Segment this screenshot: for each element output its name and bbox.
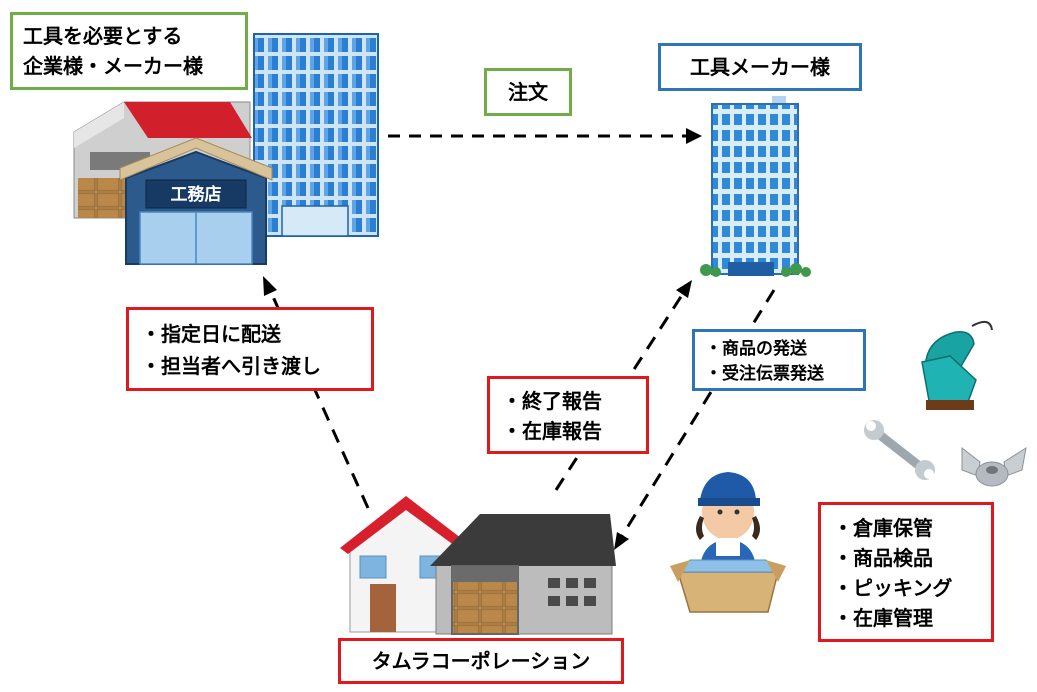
arrow-report	[554, 280, 692, 491]
report-line2: ・在庫報告	[502, 419, 602, 443]
warehouse-icon	[340, 496, 616, 635]
shipping-label-box: ・商品の発送 ・受注伝票発送	[692, 329, 866, 391]
shipping-line2: ・受注伝票発送	[705, 364, 824, 384]
services-line2: ・商品検品	[833, 546, 933, 570]
report-label-box: ・終了報告 ・在庫報告	[487, 376, 649, 454]
client-label-line2: 企業様・メーカー様	[23, 54, 203, 78]
shipping-line1: ・商品の発送	[705, 339, 807, 359]
sander-icon	[921, 320, 993, 410]
company-label-box: タムラコーポレーション	[338, 638, 624, 684]
client-buildings-icon	[73, 33, 379, 265]
delivery-line1: ・指定日に配送	[141, 322, 281, 346]
delivery-line2: ・担当者へ引き渡し	[141, 354, 321, 378]
order-label: 注文	[508, 80, 548, 104]
company-label: タムラコーポレーション	[371, 649, 591, 673]
order-label-box: 注文	[484, 68, 572, 116]
wing-nut-icon	[961, 446, 1027, 487]
client-label-line1: 工具を必要とする	[23, 24, 183, 48]
client-label-box: 工具を必要とする 企業様・メーカー様	[10, 12, 248, 90]
maker-label: 工具メーカー様	[690, 55, 830, 79]
wrench-icon	[864, 420, 935, 480]
services-line1: ・倉庫保管	[833, 516, 933, 540]
services-line3: ・ピッキング	[833, 576, 953, 600]
maker-label-box: 工具メーカー様	[658, 43, 862, 91]
services-label-box: ・倉庫保管 ・商品検品 ・ピッキング ・在庫管理	[818, 502, 994, 642]
maker-building-icon	[700, 96, 811, 277]
delivery-label-box: ・指定日に配送 ・担当者へ引き渡し	[126, 307, 374, 391]
arrow-order	[388, 128, 702, 144]
worker-icon	[670, 472, 786, 613]
services-line4: ・在庫管理	[833, 606, 933, 630]
shop-sign-text: 工務店	[171, 184, 222, 205]
report-line1: ・終了報告	[502, 389, 602, 413]
